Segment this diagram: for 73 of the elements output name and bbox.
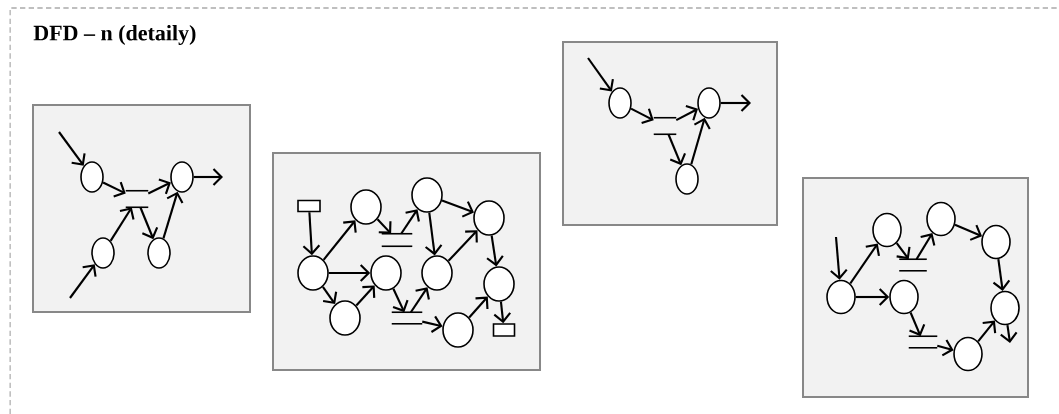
process-circle <box>889 279 919 315</box>
arrow <box>667 133 686 166</box>
process-circle <box>442 312 474 348</box>
arrow <box>587 57 614 92</box>
arrow <box>992 258 1011 291</box>
process-circle <box>990 290 1020 326</box>
arrow <box>328 264 371 282</box>
process-circle <box>170 161 194 193</box>
arrow <box>895 242 911 260</box>
process-circle <box>350 189 382 225</box>
arrow <box>954 223 983 241</box>
arrow <box>109 207 135 242</box>
arrow <box>392 288 409 313</box>
process-circle <box>483 266 515 302</box>
process-circle <box>473 200 505 236</box>
arrow <box>424 212 443 256</box>
arrow <box>849 243 880 285</box>
process-circle <box>147 237 171 269</box>
arrow <box>355 285 376 307</box>
process-circle <box>80 161 104 193</box>
arrow <box>441 199 474 218</box>
process-circle <box>675 163 699 195</box>
process-circle <box>91 237 115 269</box>
process-circle <box>953 336 983 372</box>
process-circle <box>926 201 956 237</box>
arrow <box>468 296 489 319</box>
data-store <box>898 258 928 272</box>
process-circle <box>329 300 361 336</box>
arrow <box>830 236 848 280</box>
arrow <box>690 117 711 165</box>
arrow <box>630 107 654 125</box>
arrow <box>915 233 936 260</box>
title: DFD – n (detaily) <box>33 25 196 45</box>
arrow <box>400 209 420 235</box>
process-circle <box>421 255 453 291</box>
data-store <box>652 116 678 136</box>
arrow <box>147 178 171 195</box>
arrow <box>162 191 184 239</box>
diagram-panel <box>562 41 778 226</box>
arrow <box>193 168 223 186</box>
terminator-box <box>492 323 516 337</box>
arrow <box>675 105 698 122</box>
process-circle <box>826 279 856 315</box>
arrow <box>493 301 511 324</box>
process-circle <box>411 177 443 213</box>
process-circle <box>697 87 721 119</box>
arrow <box>977 320 997 343</box>
process-circle <box>608 87 632 119</box>
arrow <box>422 315 443 333</box>
arrow <box>376 218 392 234</box>
data-store <box>380 232 414 248</box>
process-circle <box>981 224 1011 260</box>
data-store <box>907 335 939 349</box>
diagram-panel <box>32 104 251 313</box>
terminator-box <box>297 199 321 213</box>
arrow <box>855 288 890 306</box>
arrow <box>447 230 478 262</box>
arrow <box>322 286 338 305</box>
arrow <box>102 181 126 198</box>
process-circle <box>872 212 902 248</box>
arrow <box>69 264 97 299</box>
arrow <box>139 206 159 240</box>
process-circle <box>297 255 329 291</box>
process-circle <box>370 255 402 291</box>
arrow <box>720 94 751 112</box>
arrow <box>909 312 926 337</box>
arrow <box>486 235 504 267</box>
arrow <box>322 220 357 261</box>
arrow <box>302 212 321 256</box>
arrow <box>409 287 430 313</box>
arrow <box>58 131 86 166</box>
data-store <box>390 311 424 325</box>
data-store <box>124 189 150 209</box>
